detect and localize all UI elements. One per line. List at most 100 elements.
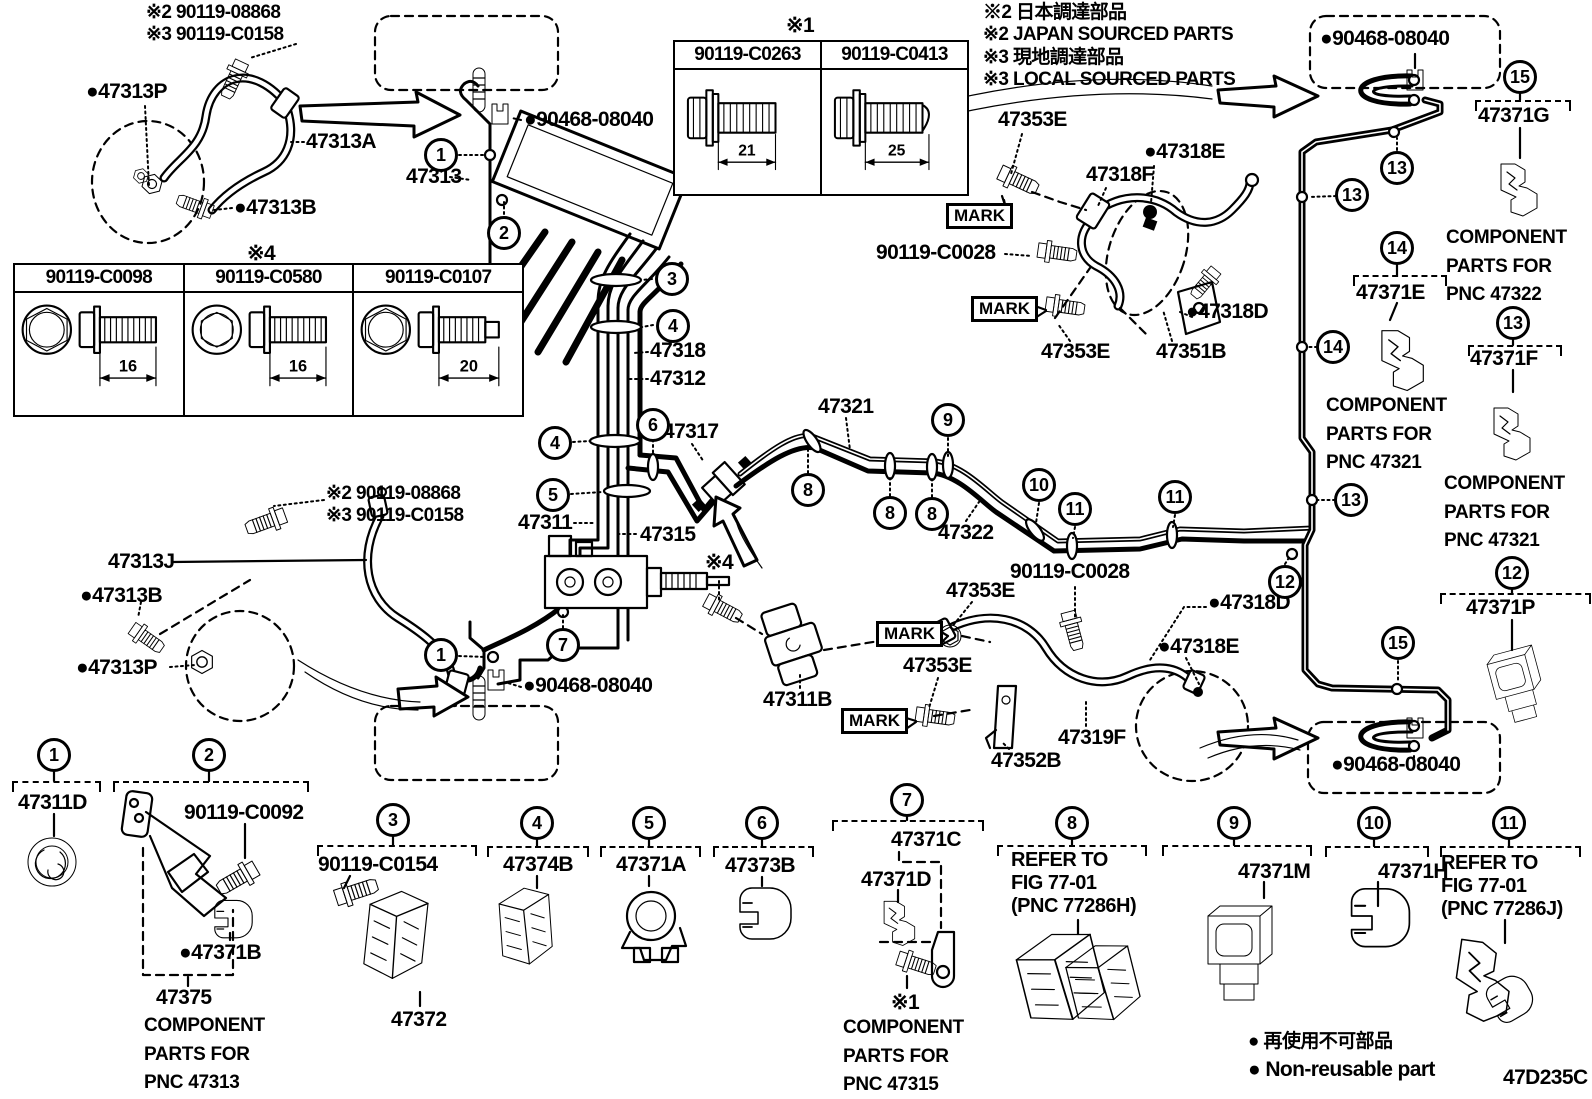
part-label-47371C[interactable]: 47371C: [891, 828, 962, 851]
callout-2[interactable]: 2: [192, 738, 226, 772]
part-label-47371F[interactable]: 47371F: [1470, 347, 1538, 370]
part-label-47372[interactable]: 47372: [391, 1008, 447, 1031]
callout-13[interactable]: 13: [1496, 306, 1530, 340]
callout-4[interactable]: 4: [520, 806, 554, 840]
part-label-47353E-d[interactable]: 47353E: [903, 654, 972, 677]
callout-12[interactable]: 12: [1268, 565, 1302, 599]
callout-13[interactable]: 13: [1334, 483, 1368, 517]
callout-9[interactable]: 9: [931, 403, 965, 437]
part-label-90119-C0028-a[interactable]: 90119-C0028: [876, 241, 996, 264]
callout-2[interactable]: 2: [487, 216, 521, 250]
callout-5[interactable]: 5: [632, 806, 666, 840]
callout-8[interactable]: 8: [873, 496, 907, 530]
callout-4[interactable]: 4: [538, 426, 572, 460]
part-label-47322[interactable]: 47322: [938, 521, 994, 544]
part-label-90468-08040-d[interactable]: ●90468-08040: [1331, 753, 1461, 776]
part-label-47318D-b[interactable]: ●47318D: [1208, 591, 1291, 614]
part-label-47313J[interactable]: 47313J: [108, 550, 175, 573]
part-label-47313[interactable]: 47313: [406, 165, 462, 188]
part-label-47313B-b[interactable]: ●47313B: [80, 584, 163, 607]
part-label-47371B[interactable]: ●47371B: [179, 941, 262, 964]
callout-14[interactable]: 14: [1316, 330, 1350, 364]
callout-3[interactable]: 3: [655, 262, 689, 296]
part-label-47351B[interactable]: 47351B: [1156, 340, 1227, 363]
part-label-47313P-b[interactable]: ●47313P: [76, 656, 157, 679]
part-label-47375[interactable]: 47375: [156, 986, 212, 1009]
callout-8[interactable]: 8: [791, 473, 825, 507]
part-label-47353E-a[interactable]: 47353E: [998, 108, 1067, 131]
part-label-47353E-c[interactable]: 47353E: [946, 579, 1015, 602]
callout-4[interactable]: 4: [656, 309, 690, 343]
part-label-47371H[interactable]: 47371H: [1378, 860, 1449, 883]
callout-1[interactable]: 1: [37, 738, 71, 772]
part-label-90468-08040-a[interactable]: ●90468-08040: [524, 108, 654, 131]
part-label-90119-C0154[interactable]: 90119-C0154: [318, 853, 438, 876]
part-label-47352B[interactable]: 47352B: [991, 749, 1062, 772]
callout-3[interactable]: 3: [376, 803, 410, 837]
mark-box-d: MARK: [841, 708, 908, 734]
part-label-47318E-a[interactable]: ●47318E: [1144, 140, 1225, 163]
table4-col2-dim: 16: [288, 357, 306, 375]
callout-11[interactable]: 11: [1492, 806, 1526, 840]
callout-5[interactable]: 5: [536, 478, 570, 512]
callout-9[interactable]: 9: [1217, 806, 1251, 840]
callout-6[interactable]: 6: [636, 408, 670, 442]
callout-11[interactable]: 11: [1158, 480, 1192, 514]
part-label-47311D[interactable]: 47311D: [18, 791, 87, 814]
part-label-47371M[interactable]: 47371M: [1238, 860, 1311, 883]
part-label-47317[interactable]: 47317: [663, 420, 719, 443]
callout-13[interactable]: 13: [1335, 178, 1369, 212]
part-label-90119-C0092[interactable]: 90119-C0092: [184, 801, 304, 824]
part-note-90119-rear[interactable]: ※2 90119-08868 ※3 90119-C0158: [326, 483, 464, 527]
part-label-47318E-b[interactable]: ●47318E: [1158, 635, 1239, 658]
part-label-47318D-a[interactable]: ●47318D: [1186, 300, 1269, 323]
part-label-47373B[interactable]: 47373B: [725, 854, 796, 877]
part-label-47371P[interactable]: 47371P: [1466, 596, 1535, 619]
part-label-47321[interactable]: 47321: [818, 395, 874, 418]
part-label-90468-08040-b[interactable]: ●90468-08040: [523, 674, 653, 697]
callout-15[interactable]: 15: [1381, 626, 1415, 660]
part-label-47315[interactable]: 47315: [640, 523, 696, 546]
part-label-47313P[interactable]: ●47313P: [86, 80, 167, 103]
part-label-47318F[interactable]: 47318F: [1086, 163, 1154, 186]
part-label-47311[interactable]: 47311: [518, 511, 573, 534]
part-label-47313B[interactable]: ●47313B: [234, 196, 317, 219]
table1-col2-dim: 25: [888, 143, 906, 160]
part-label-47318[interactable]: 47318: [650, 339, 706, 362]
callout-7[interactable]: 7: [890, 783, 924, 817]
part-label-47313A[interactable]: 47313A: [306, 130, 377, 153]
callout-15[interactable]: 15: [1503, 60, 1537, 94]
callout-1[interactable]: 1: [424, 138, 458, 172]
part-label-47319F[interactable]: 47319F: [1058, 726, 1126, 749]
ref-mark-4: ※4: [705, 551, 734, 574]
part-label-47311B[interactable]: 47311B: [763, 688, 832, 711]
part-label-90119-C0028-b[interactable]: 90119-C0028: [1010, 560, 1130, 583]
rear-hose-details: [1358, 52, 1424, 753]
callout-6[interactable]: 6: [745, 806, 779, 840]
callout-10[interactable]: 10: [1022, 468, 1056, 502]
part-label-47353E-b[interactable]: 47353E: [1041, 340, 1110, 363]
part-label-90468-08040-c[interactable]: ●90468-08040: [1320, 27, 1450, 50]
callout-10[interactable]: 10: [1357, 806, 1391, 840]
hose-47313A: [132, 56, 300, 223]
part-label-47371D[interactable]: 47371D: [861, 868, 932, 891]
callout-13[interactable]: 13: [1380, 151, 1414, 185]
component-note-47315: COMPONENT PARTS FOR PNC 47315: [843, 1017, 964, 1095]
callout-12[interactable]: 12: [1495, 556, 1529, 590]
callout-1[interactable]: 1: [424, 638, 458, 672]
callout-8[interactable]: 8: [1055, 806, 1089, 840]
refer-note-77286H[interactable]: REFER TO FIG 77-01 (PNC 77286H): [1011, 849, 1137, 917]
part-label-47374B[interactable]: 47374B: [503, 853, 574, 876]
part-note-90119-front[interactable]: ※2 90119-08868 ※3 90119-C0158: [146, 2, 284, 46]
table4-col1-pn: 90119-C0098: [15, 265, 185, 291]
callout-11[interactable]: 11: [1058, 492, 1092, 526]
tube-lower-left: [457, 605, 570, 721]
callout-8[interactable]: 8: [915, 497, 949, 531]
part-label-47371G[interactable]: 47371G: [1478, 104, 1550, 127]
part-label-47312[interactable]: 47312: [650, 367, 706, 390]
part-label-47371A[interactable]: 47371A: [616, 853, 687, 876]
part-label-47371E[interactable]: 47371E: [1356, 281, 1425, 304]
callout-7[interactable]: 7: [546, 628, 580, 662]
callout-14[interactable]: 14: [1380, 231, 1414, 265]
refer-note-77286J[interactable]: REFER TO FIG 77-01 (PNC 77286J): [1441, 852, 1563, 920]
